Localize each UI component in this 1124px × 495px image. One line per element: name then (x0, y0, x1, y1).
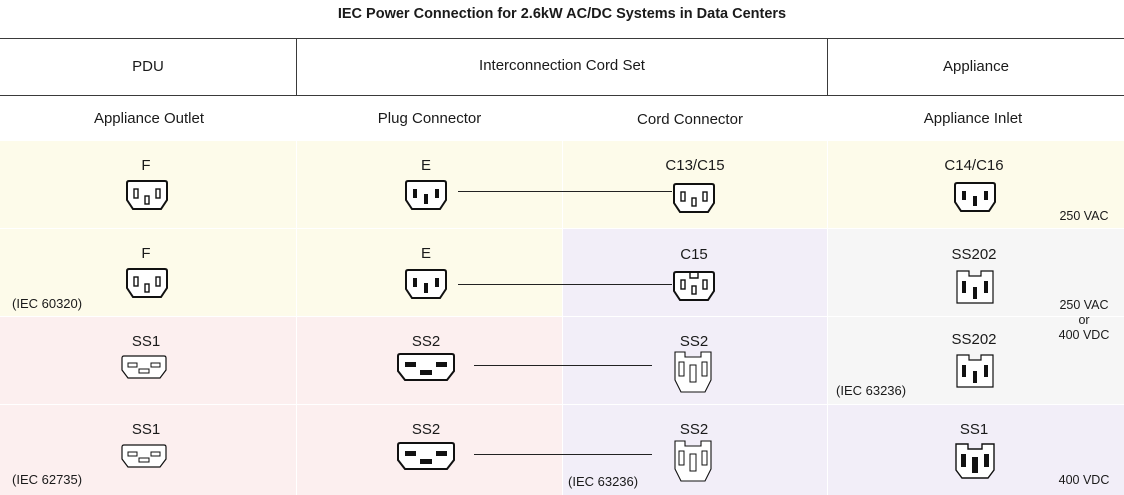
iec-c13-c15-connector-icon (673, 183, 715, 213)
iec-ss1-inlet-icon (955, 443, 995, 479)
iec-c14-c16-inlet-icon (954, 182, 996, 212)
iec-ss202-inlet-icon (956, 270, 994, 304)
header-divider-left (296, 38, 297, 95)
r3-plug-label: SS2 (411, 333, 441, 350)
iec-ss2-plug-icon (397, 353, 455, 381)
header-pdu: PDU (132, 58, 164, 75)
connection-line-r4 (474, 454, 652, 455)
r2-outlet-standard: (IEC 60320) (12, 296, 83, 311)
r2-cord-label: C15 (680, 246, 708, 263)
r3-inlet-label: SS202 (951, 331, 997, 348)
r4-inlet-label: SS1 (959, 421, 989, 438)
r2-inlet-label: SS202 (951, 246, 997, 263)
header-cord-set: Interconnection Cord Set (479, 57, 645, 74)
connection-line-r3 (474, 365, 652, 366)
connection-line-r1 (458, 191, 672, 192)
r4-voltage: 400 VDC (1058, 473, 1110, 487)
r1-voltage: 250 VAC (1059, 209, 1109, 223)
iec-ss202-inlet-icon (956, 354, 994, 388)
iec-e-plug-icon (405, 269, 447, 299)
header-bottom-rule (0, 95, 1124, 96)
subheader-cord-connector: Cord Connector (637, 111, 743, 128)
r2-plug-label: E (420, 245, 431, 262)
mid-voltage-line2: or (1078, 313, 1090, 327)
r3-outlet-label: SS1 (131, 333, 161, 350)
header-divider-right (827, 38, 828, 95)
r1-plug-label: E (420, 157, 431, 174)
iec-ss1-icon (121, 355, 167, 379)
r2-outlet-label: F (141, 245, 151, 262)
iec-f-outlet-icon (126, 180, 168, 210)
r4-cord-standard: (IEC 63236) (568, 474, 639, 489)
diagram-title: IEC Power Connection for 2.6kW AC/DC Sys… (337, 6, 787, 22)
r4-outlet-label: SS1 (131, 421, 161, 438)
iec-ss2-plug-icon (397, 442, 455, 470)
header-top-rule (0, 38, 1124, 39)
mid-voltage-line1: 250 VAC (1059, 298, 1109, 312)
connection-line-r2 (458, 284, 672, 285)
iec-ss2-connector-icon (674, 351, 712, 393)
iec-ss1-icon (121, 444, 167, 468)
r1-outlet-label: F (141, 157, 151, 174)
r3-cord-label: SS2 (679, 333, 709, 350)
r4-outlet-standard: (IEC 62735) (12, 472, 83, 487)
iec-c15-connector-icon (673, 271, 715, 301)
r4-cord-label: SS2 (679, 421, 709, 438)
iec-ss2-connector-icon (674, 440, 712, 482)
subheader-appliance-outlet: Appliance Outlet (93, 110, 205, 127)
r4-plug-label: SS2 (411, 421, 441, 438)
header-appliance: Appliance (943, 58, 1009, 75)
mid-voltage-line3: 400 VDC (1058, 328, 1110, 342)
r1-inlet-label: C14/C16 (944, 157, 1004, 174)
r1-cord-label: C13/C15 (665, 157, 725, 174)
iec-e-plug-icon (405, 180, 447, 210)
subheader-plug-connector: Plug Connector (377, 110, 482, 127)
subheader-appliance-inlet: Appliance Inlet (923, 110, 1023, 127)
r3-inlet-standard: (IEC 63236) (836, 383, 907, 398)
iec-f-outlet-icon (126, 268, 168, 298)
